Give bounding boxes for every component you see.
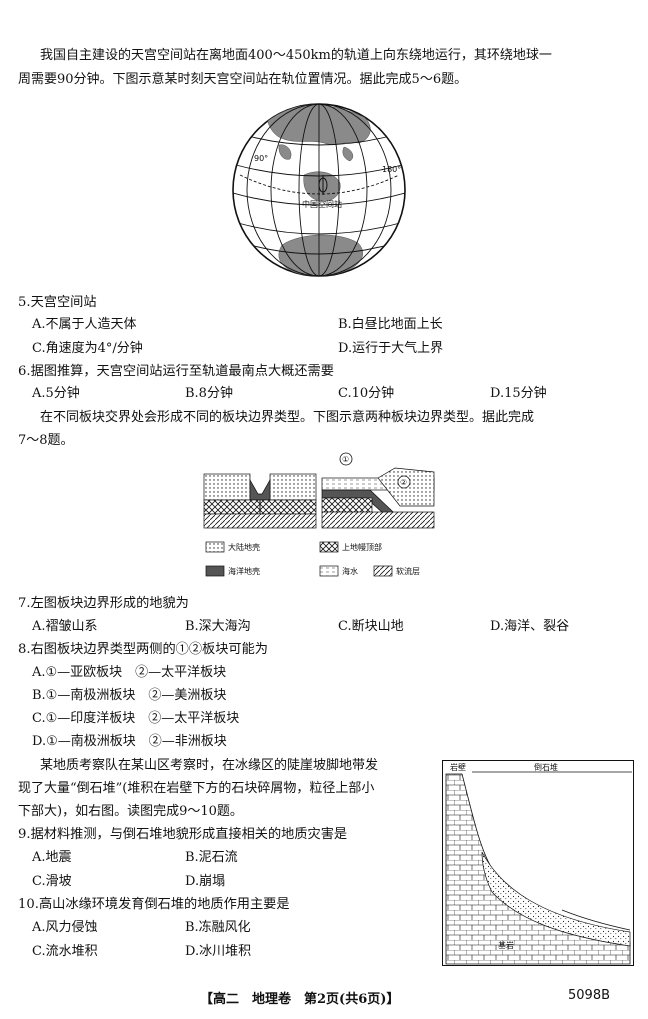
- question-9-stem: 9.据材料推测，与倒石堆地貌形成直接相关的地质灾害是: [18, 827, 348, 842]
- legend-upper-mantle: 上地幔顶部: [342, 542, 382, 552]
- scree-label-pile: 倒石堆: [534, 762, 558, 772]
- legend-asthenosphere: 软流层: [396, 566, 420, 576]
- q10-option-c: C.流水堆积: [32, 944, 98, 959]
- q8-option-d: D.①—南极洲板块 ②—非洲板块: [32, 734, 227, 749]
- intro-text: 7～8题。: [18, 433, 74, 448]
- q5-option-c: C.角速度为4°/分钟: [32, 341, 143, 356]
- question-6-stem: 6.据图推算，天宫空间站运行至轨道最南点大概还需要: [18, 364, 334, 379]
- paper-code: 5098B: [568, 988, 611, 1003]
- q7-option-c: C.断块山地: [338, 619, 404, 634]
- legend-oceanic-crust: 海洋地壳: [228, 566, 260, 576]
- intro-text: 下部大)，如右图。读图完成9～10题。: [18, 804, 243, 819]
- globe-figure: 90° 180° 中国空间站: [232, 103, 406, 277]
- q9-option-d: D.崩塌: [185, 874, 226, 889]
- intro-text: 现了大量“倒石堆”(堆积在岩壁下方的石块碎屑物，粒径上部小: [18, 781, 375, 796]
- plate-boundary-figure: ① ② 大陆地壳 上地幔顶部 海洋地壳 海水 软流层: [203, 452, 435, 577]
- q6-option-d: D.15分钟: [490, 386, 547, 401]
- plate-marker-2: ②: [400, 478, 407, 487]
- intro-text: 某地质考察队在某山区考察时，在冰缘区的陡崖坡脚地带发: [40, 758, 379, 773]
- q5-option-b: B.白昼比地面上长: [338, 317, 443, 332]
- q6-option-b: B.8分钟: [185, 386, 233, 401]
- globe-label-180: 180°: [382, 165, 401, 174]
- q10-option-d: D.冰川堆积: [185, 944, 252, 959]
- page-footer: 【高二 地理卷 第2页(共6页)】: [200, 992, 400, 1007]
- q9-option-a: A.地震: [32, 850, 72, 865]
- question-10-stem: 10.高山冰缘环境发育倒石堆的地质作用主要是: [18, 897, 290, 912]
- q10-option-a: A.风力侵蚀: [32, 920, 98, 935]
- question-5-stem: 5.天宫空间站: [18, 295, 97, 310]
- q9-option-b: B.泥石流: [185, 850, 238, 865]
- question-7-stem: 7.左图板块边界形成的地貌为: [18, 596, 189, 611]
- q5-option-a: A.不属于人造天体: [32, 317, 137, 332]
- q6-option-c: C.10分钟: [338, 386, 395, 401]
- q8-option-a: A.①—亚欧板块 ②—太平洋板块: [32, 665, 227, 680]
- q5-option-d: D.运行于大气上界: [338, 341, 444, 356]
- globe-label-90: 90°: [254, 154, 268, 163]
- scree-figure: 岩壁 倒石堆 基岩: [442, 760, 634, 966]
- globe-label-station: 中国空间站: [302, 199, 342, 209]
- q7-option-a: A.褶皱山系: [32, 619, 98, 634]
- question-8-stem: 8.右图板块边界类型两侧的①②板块可能为: [18, 642, 268, 657]
- legend-continental-crust: 大陆地壳: [228, 542, 260, 552]
- plate-marker-1: ①: [342, 455, 349, 464]
- scree-label-bottom: 基岩: [498, 940, 514, 950]
- scree-label-rock: 岩壁: [450, 762, 466, 772]
- q8-option-b: B.①—南极洲板块 ②—美洲板块: [32, 688, 227, 703]
- legend-seawater: 海水: [342, 566, 358, 576]
- q7-option-b: B.深大海沟: [185, 619, 251, 634]
- intro-text: 周需要90分钟。下图示意某时刻天宫空间站在轨位置情况。据此完成5～6题。: [18, 72, 468, 87]
- q7-option-d: D.海洋、裂谷: [490, 619, 570, 634]
- q10-option-b: B.冻融风化: [185, 920, 251, 935]
- q9-option-c: C.滑坡: [32, 874, 72, 889]
- q8-option-c: C.①—印度洋板块 ②—太平洋板块: [32, 711, 240, 726]
- intro-text: 在不同板块交界处会形成不同的板块边界类型。下图示意两种板块边界类型。据此完成: [40, 410, 535, 425]
- intro-text: 我国自主建设的天宫空间站在离地面400～450km的轨道上向东绕地运行，其环绕地…: [40, 48, 552, 63]
- q6-option-a: A.5分钟: [32, 386, 80, 401]
